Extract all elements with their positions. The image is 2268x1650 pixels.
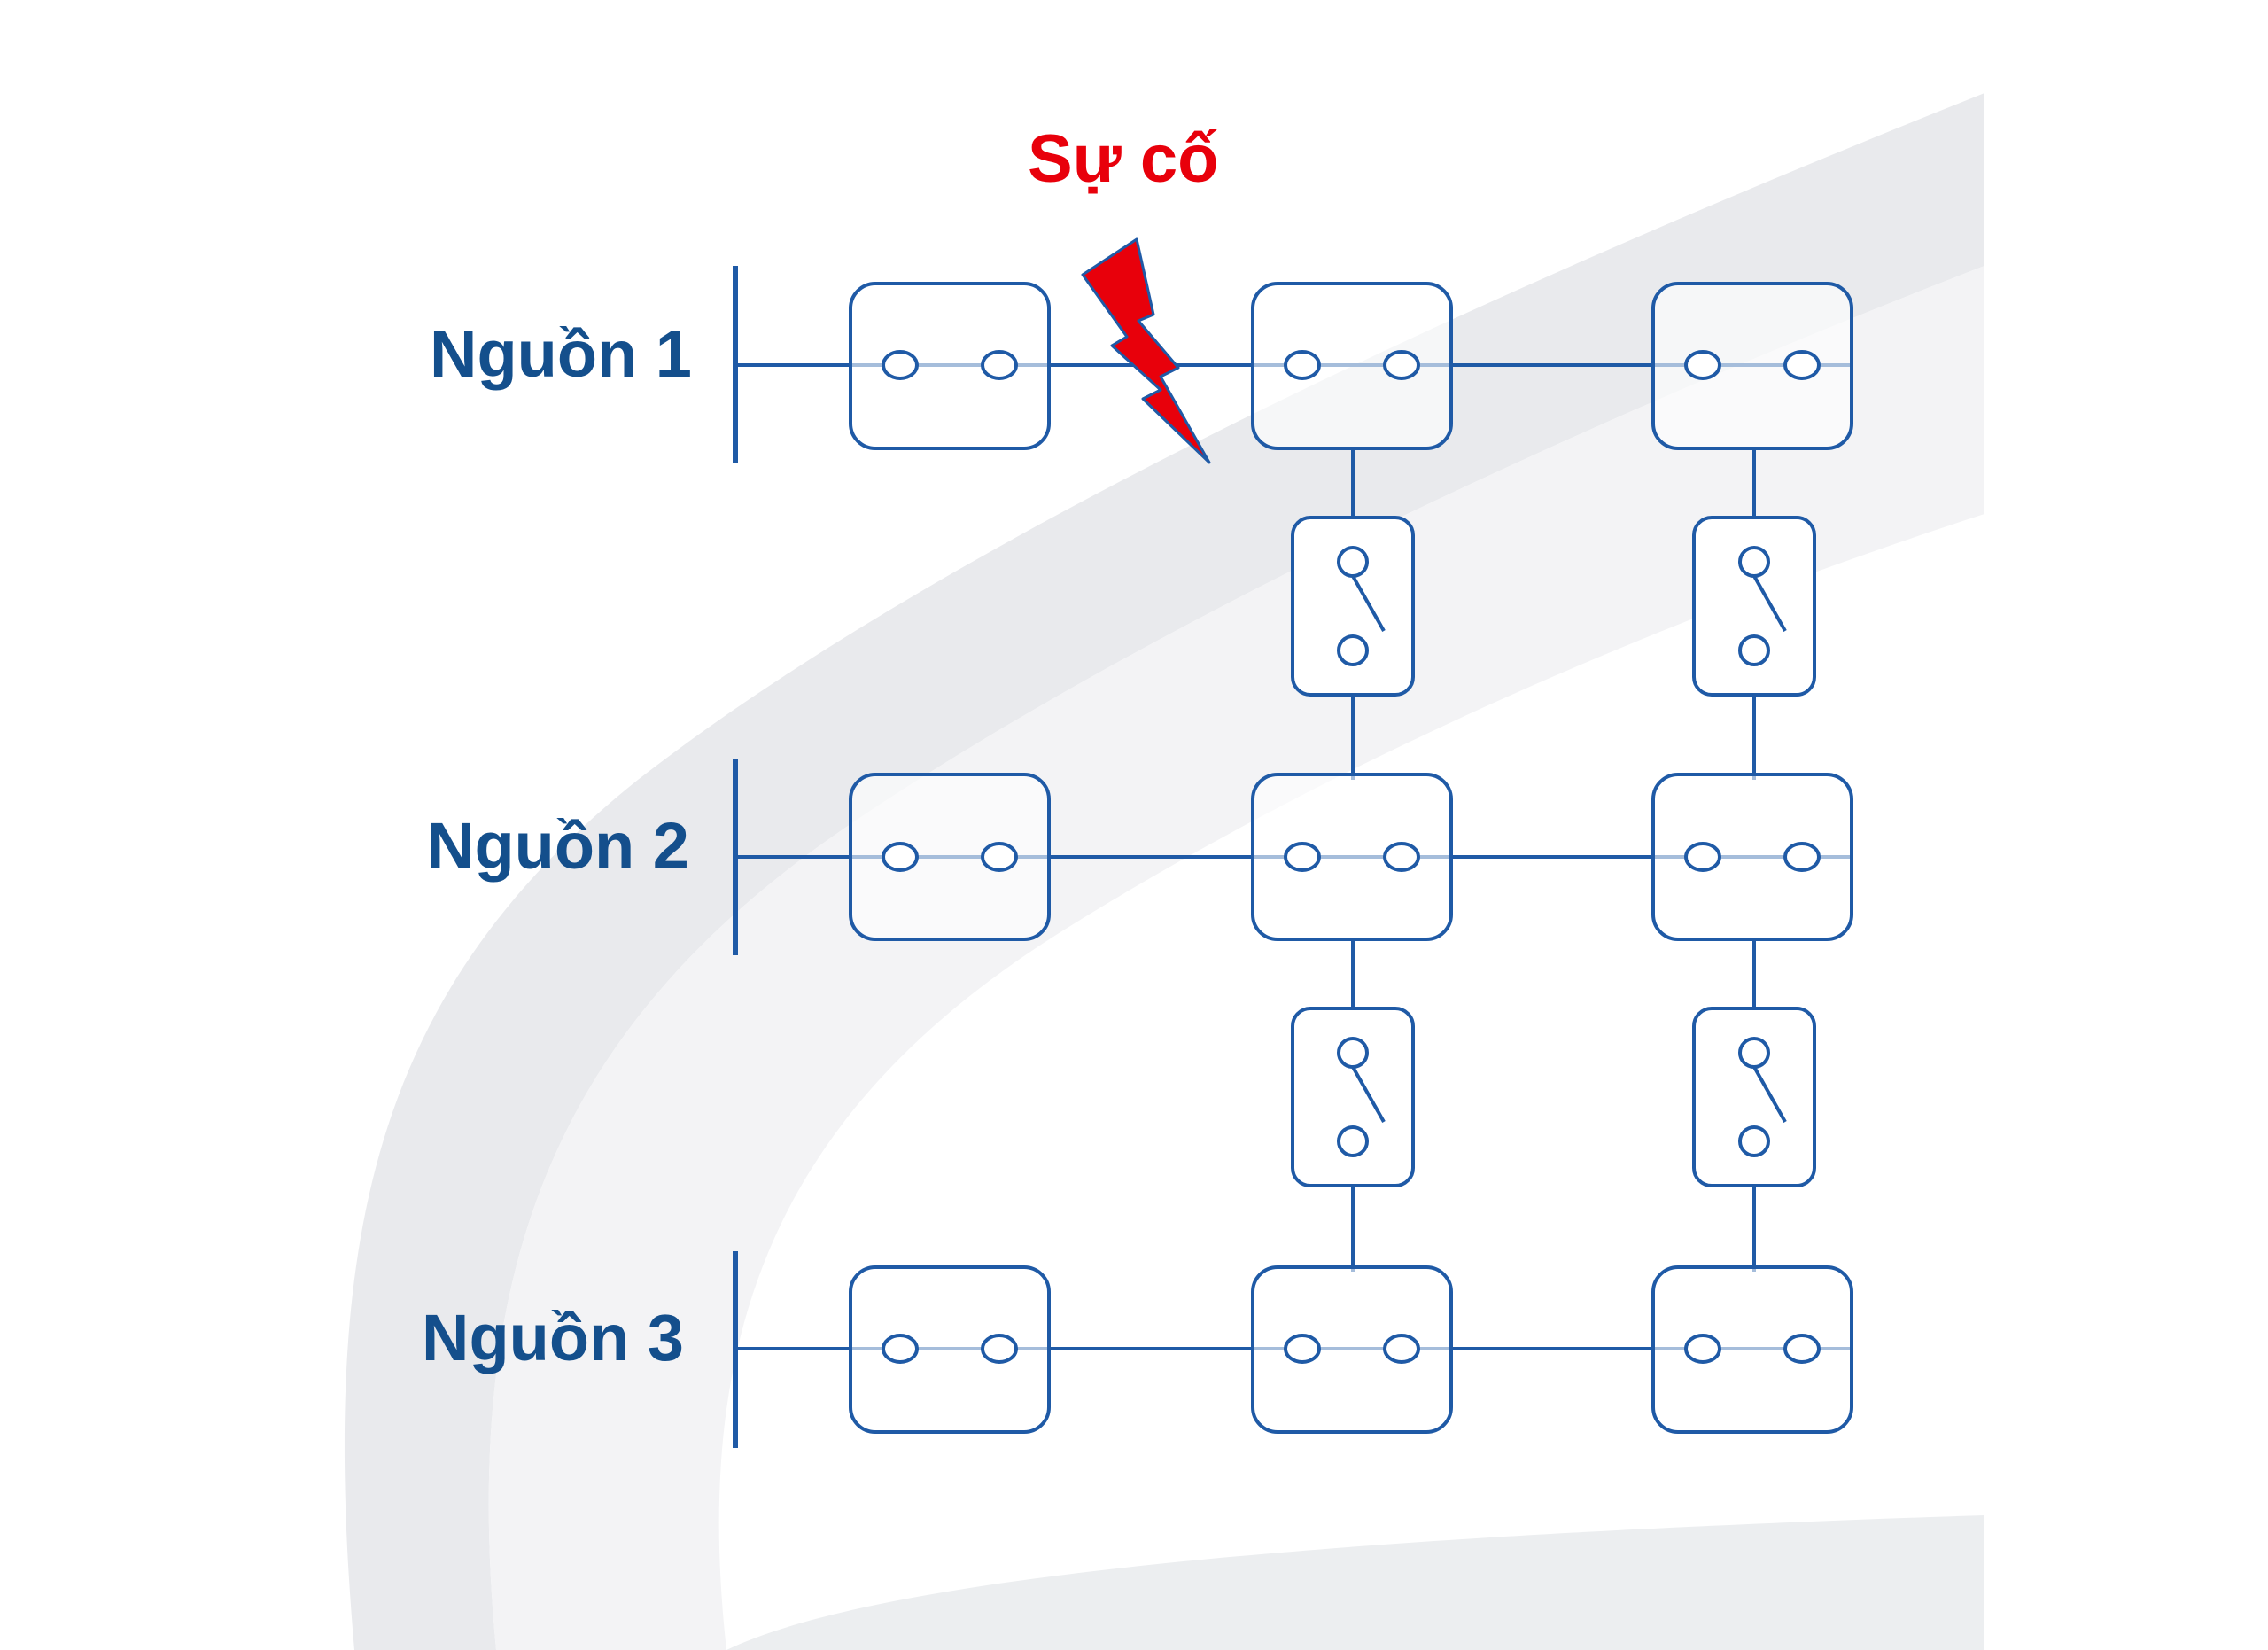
closed-switch-icon — [1251, 1265, 1453, 1434]
closed-switch-icon — [849, 282, 1051, 450]
closed-switch-icon — [1651, 773, 1853, 941]
open-switch-icon — [1692, 516, 1816, 697]
source-label-1: Nguồn 1 — [430, 317, 692, 391]
swoosh-lower — [726, 1515, 1984, 1650]
swoosh-shadow — [344, 93, 1984, 1650]
closed-switch-icon — [1251, 282, 1453, 450]
closed-switch-icon — [1651, 282, 1853, 450]
source-label-2: Nguồn 2 — [427, 809, 689, 883]
background-swoosh — [344, 93, 1984, 1650]
closed-switch-icon — [1651, 1265, 1853, 1434]
open-switch-icon — [1692, 1007, 1816, 1187]
lightning-bolt-icon — [1081, 237, 1211, 464]
swoosh-inner — [488, 266, 1984, 1650]
open-switch-icon — [1291, 1007, 1415, 1187]
open-switch-icon — [1291, 516, 1415, 697]
fault-label: Sự cố — [1028, 121, 1219, 197]
closed-switch-icon — [1251, 773, 1453, 941]
closed-switch-icon — [849, 773, 1051, 941]
closed-switch-icon — [849, 1265, 1051, 1434]
source-label-3: Nguồn 3 — [422, 1301, 684, 1374]
